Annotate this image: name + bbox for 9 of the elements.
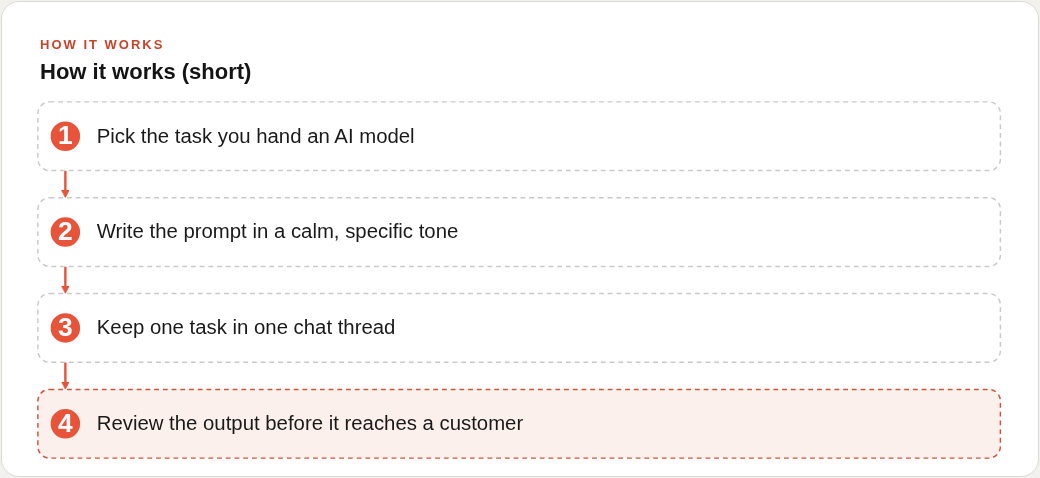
diagram-title: How it works (short) bbox=[40, 58, 252, 86]
arrow bbox=[61, 266, 70, 294]
eyebrow-text: HOW IT WORKS bbox=[40, 37, 165, 53]
step-number-circle: 3 bbox=[50, 313, 81, 343]
arrow bbox=[61, 362, 70, 390]
step-number-circle: 1 bbox=[50, 121, 81, 151]
step-number-circle: 2 bbox=[50, 217, 81, 247]
step-number-circle: 4 bbox=[50, 408, 81, 439]
arrow bbox=[61, 170, 70, 199]
